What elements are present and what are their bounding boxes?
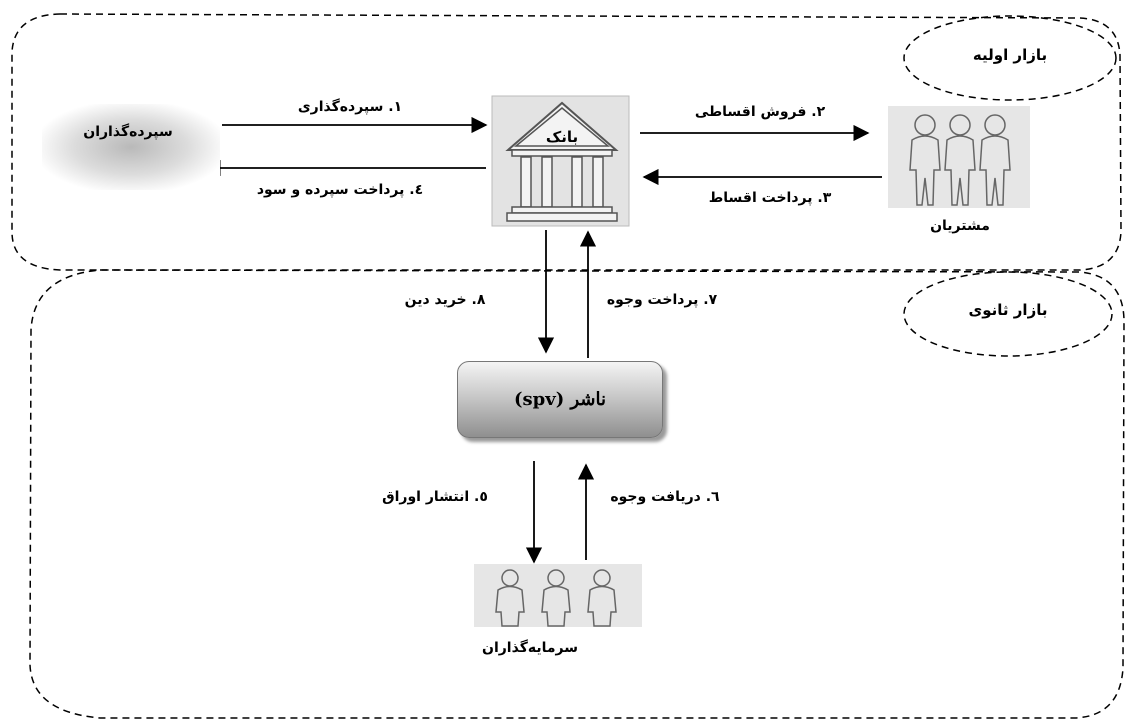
bank-label: بانک (545, 128, 579, 146)
spv-box: ناشر (spv) (457, 361, 663, 438)
bank-icon (491, 95, 630, 227)
arrow-2-label: ۲. فروش اقساطی (694, 104, 826, 120)
arrow-3-label: ۳. پرداخت اقساط (708, 190, 832, 206)
secondary-market-boundary (29, 269, 1125, 719)
arrow-6-label: ٦. دریافت وجوه (610, 489, 720, 505)
secondary-market-ellipse (903, 271, 1113, 357)
arrow-4-label: ٤. پرداخت سپرده و سود (256, 182, 424, 198)
depositors-box: سپرده‌گذاران (42, 104, 220, 190)
investors-label: سرمایه‌گذاران (482, 640, 578, 656)
arrow-1-label: ۱. سپرده‌گذاری (297, 99, 403, 115)
depositors-label: سپرده‌گذاران (83, 124, 173, 140)
primary-market-boundary (11, 13, 1122, 271)
investors-icon (474, 564, 642, 627)
arrow-8-label: ۸. خرید دین (404, 292, 486, 308)
spv-label: ناشر (spv) (513, 389, 606, 410)
customers-label: مشتریان (930, 218, 990, 234)
primary-market-title: بازار اولیه (972, 46, 1048, 64)
arrow-5-label: ٥. انتشار اوراق (382, 489, 488, 505)
secondary-market-title: بازار ثانوی (968, 301, 1048, 319)
customers-icon (888, 106, 1030, 208)
arrow-7-label: ۷. پرداخت وجوه (606, 292, 718, 308)
primary-market-ellipse (903, 15, 1117, 101)
